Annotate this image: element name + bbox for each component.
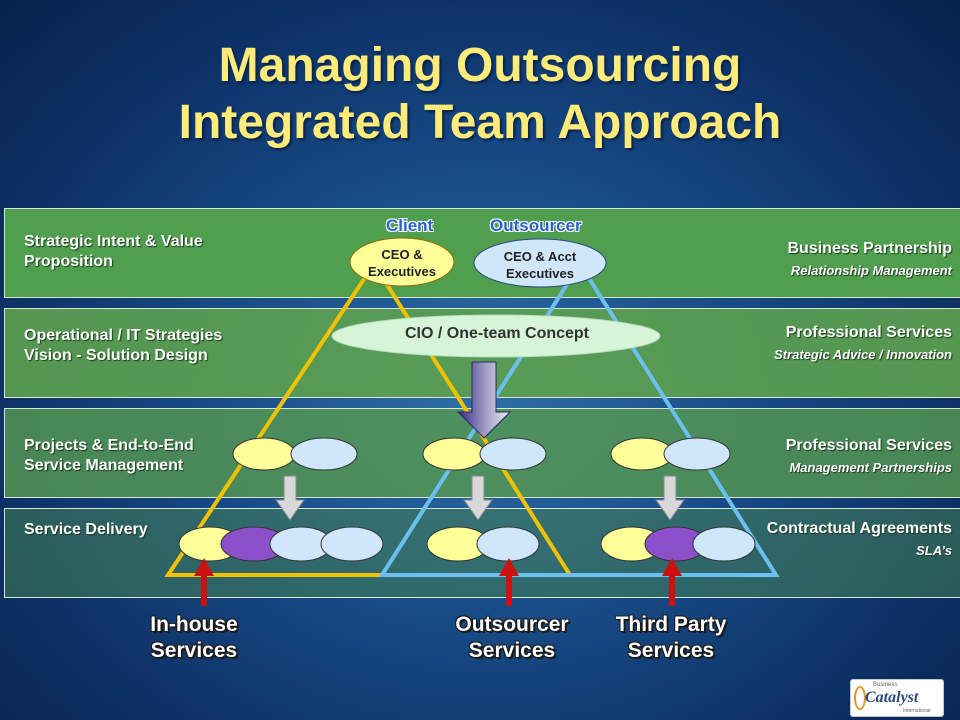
gray-down-arrow-1 xyxy=(275,475,305,521)
band-4-right-title: Contractual Agreements xyxy=(766,520,952,537)
band-3-right-title: Professional Services xyxy=(785,437,952,454)
cio-oval xyxy=(331,314,661,358)
delivery-oval-blue-3 xyxy=(476,526,540,562)
delivery-oval-blue-4 xyxy=(692,526,756,562)
logo-mark-icon xyxy=(854,686,866,710)
band-2-right-title: Professional Services xyxy=(785,324,952,341)
title-line-2: Integrated Team Approach xyxy=(178,96,782,149)
band-1-right-subtitle: Relationship Management xyxy=(790,263,952,278)
gray-down-arrow-3 xyxy=(655,475,685,521)
outsourcer-label: Outsourcer xyxy=(490,216,582,235)
third-party-services-label: Third Party Services xyxy=(615,613,727,662)
band-4-left-label: Service Delivery xyxy=(24,521,148,538)
delivery-oval-blue-2 xyxy=(320,526,384,562)
project-oval-blue-2 xyxy=(479,437,547,471)
title-line-1: Managing Outsourcing xyxy=(218,39,742,92)
company-logo: Business Catalyst International xyxy=(850,679,944,717)
band-2-left-label: Operational / IT Strategies Vision - Sol… xyxy=(24,327,223,364)
project-oval-yellow-1 xyxy=(232,437,296,471)
gray-down-arrow-2 xyxy=(463,475,493,521)
red-up-arrow-third-party xyxy=(662,558,682,606)
logo-sub-text: International xyxy=(903,708,931,714)
outsourcer-oval-text: CEO & Acct Executives xyxy=(503,249,577,281)
client-oval-text: CEO & Executives xyxy=(368,247,436,279)
band-3-right-subtitle: Management Partnerships xyxy=(789,460,952,475)
band-1-right-title: Business Partnership xyxy=(787,240,953,257)
band-2-right-subtitle: Strategic Advice / Innovation xyxy=(774,347,952,362)
client-oval xyxy=(349,237,455,287)
logo-small-text: Business xyxy=(873,682,898,688)
project-oval-yellow-2 xyxy=(422,437,486,471)
red-up-arrow-outsourcer xyxy=(499,558,519,606)
inhouse-services-label: In-house Services xyxy=(150,613,238,662)
cio-label: CIO / One-team Concept xyxy=(404,325,590,342)
project-oval-blue-1 xyxy=(290,437,358,471)
outsourcer-oval xyxy=(473,238,607,288)
band-3-left-label: Projects & End-to-End Service Management xyxy=(24,437,194,474)
cio-down-arrow xyxy=(456,361,512,439)
band-1-left-label: Strategic Intent & Value Proposition xyxy=(24,233,203,270)
logo-main-text: Catalyst xyxy=(865,689,919,706)
project-oval-blue-3 xyxy=(663,437,731,471)
red-up-arrow-inhouse xyxy=(194,558,214,606)
band-4-right-subtitle: SLA’s xyxy=(916,543,952,558)
client-label: Client xyxy=(386,216,434,235)
outsourcer-services-label: Outsourcer Services xyxy=(455,613,569,662)
